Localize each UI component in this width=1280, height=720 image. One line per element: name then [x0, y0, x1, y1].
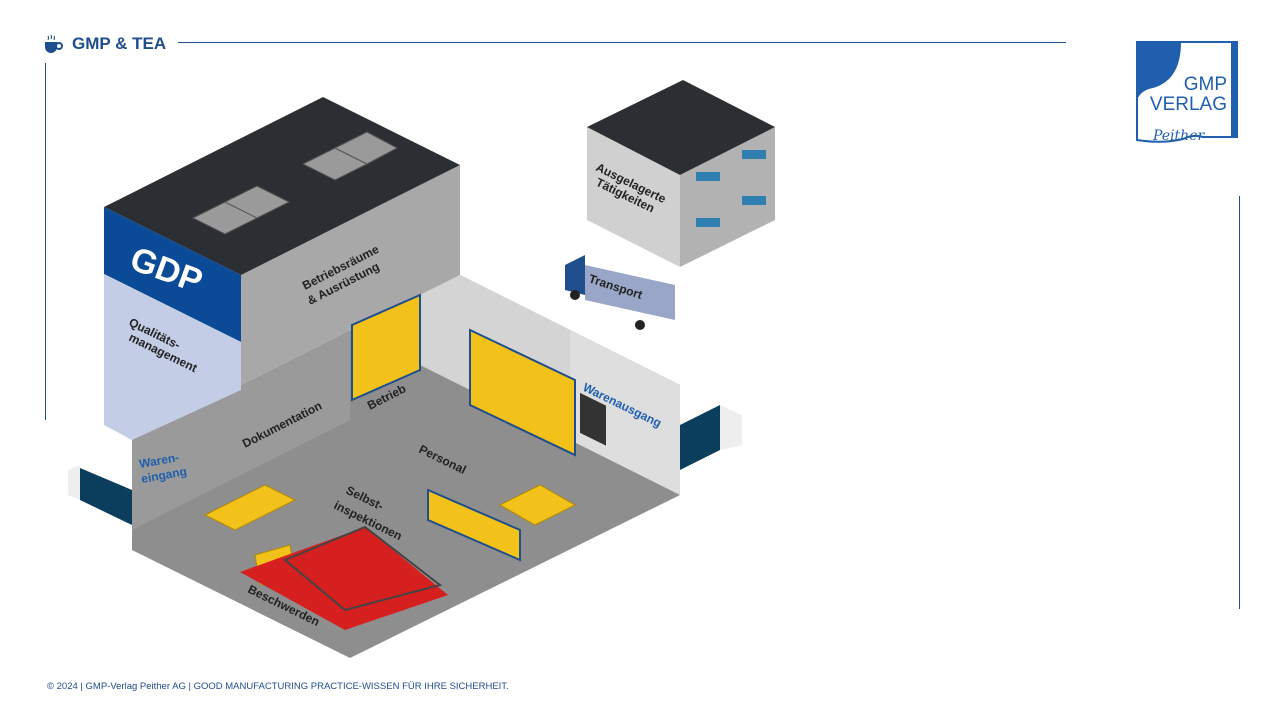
header-divider: [178, 42, 1066, 43]
tea-cup-icon: [45, 34, 63, 53]
gdp-wall: [104, 207, 241, 342]
footer-text: © 2024 | GMP-Verlag Peither AG | GOOD MA…: [47, 681, 509, 692]
left-divider: [45, 63, 46, 420]
brand-header: GMP & TEA: [44, 34, 166, 54]
brand-title: GMP & TEA: [72, 34, 167, 53]
logo-text-verlag: VERLAG: [1150, 94, 1227, 115]
goods-in-label-1: Waren-: [138, 450, 180, 471]
logo-signature: Peither: [1152, 128, 1205, 144]
shelves: [351, 293, 576, 562]
premises-wall: [241, 165, 460, 385]
goods-out-wall: [570, 330, 680, 495]
roof-fans: [191, 131, 399, 235]
complaints-area: [240, 527, 448, 630]
inbound-truck: [68, 465, 132, 525]
quality-wall: [104, 274, 241, 440]
transport-truck: [565, 255, 675, 330]
logo-text-gmp: GMP: [1184, 74, 1227, 95]
gmp-verlag-logo: GMP VERLAG Peither: [1136, 41, 1238, 144]
outsourced-roof: [587, 80, 775, 175]
outbound-truck: [680, 405, 742, 470]
right-divider: [1239, 196, 1240, 609]
